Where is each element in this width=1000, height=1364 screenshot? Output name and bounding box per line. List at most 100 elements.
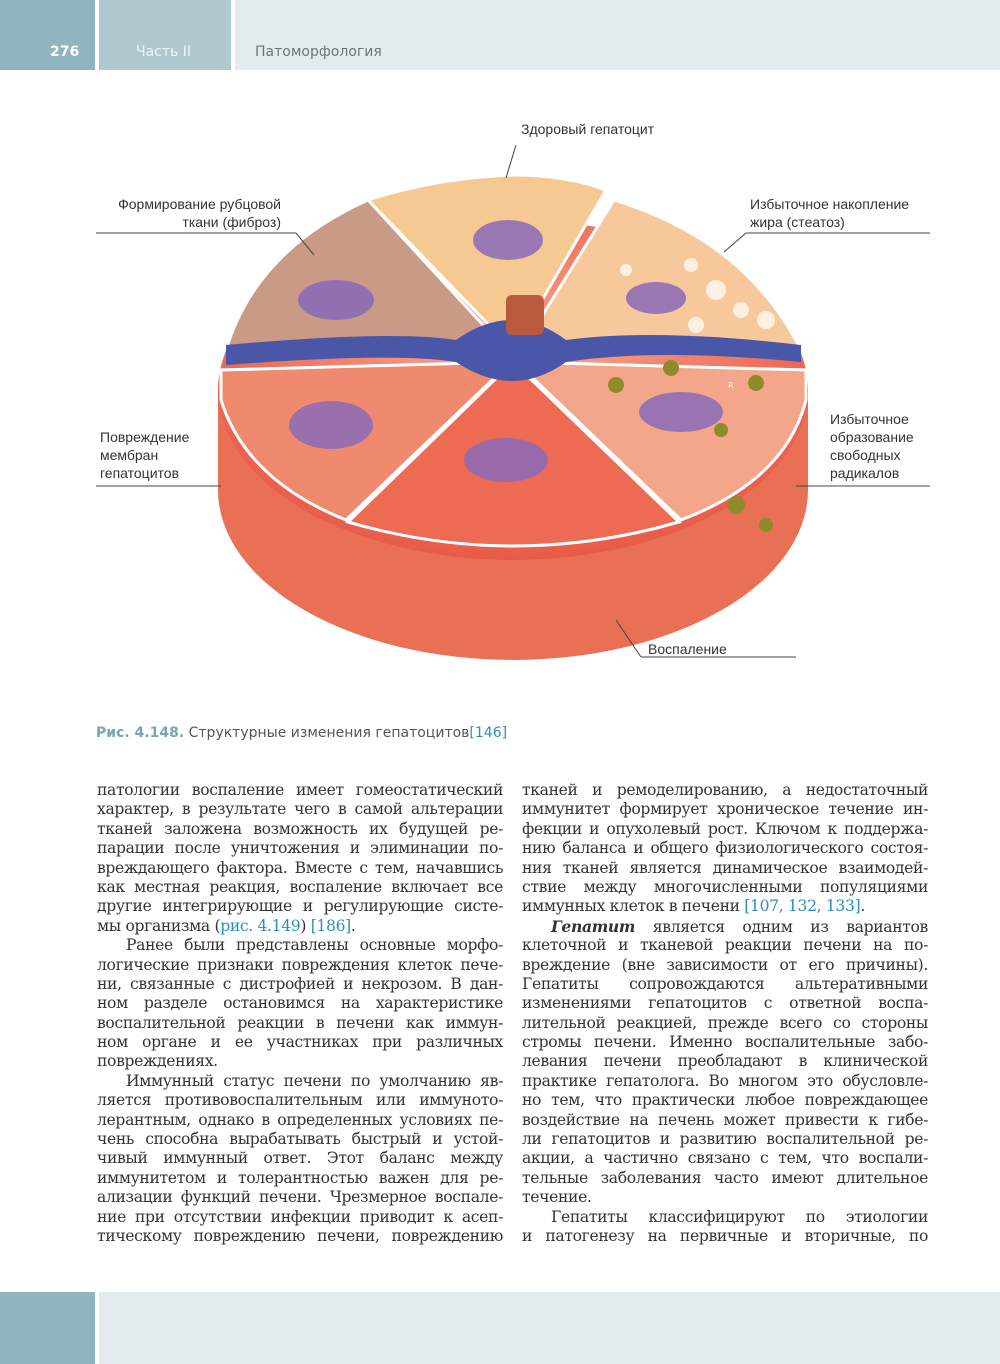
text-line: течение. [522, 1188, 592, 1207]
text-line: клеточной и тканевой реакции печени на п… [522, 936, 928, 955]
caption-text: Структурные изменения гепатоцитов [188, 725, 470, 741]
text-line: и патогенезу на первичные и вторичные, п… [522, 1226, 928, 1245]
label-line: радикалов [830, 465, 900, 481]
text-column-left: патологии воспаление имеет гомеостатичес… [97, 781, 503, 1246]
sector-fibrosis [223, 198, 510, 352]
label-line: образование [830, 429, 914, 445]
central-vein-membrane [226, 320, 801, 381]
header-page-block [0, 0, 95, 70]
figure-hepatocyte-changes: R Здоровый гепатоцит Формирование рубцов… [96, 100, 930, 700]
part-title: Часть II [136, 44, 191, 60]
text-line: иммунитет формирует хроническое течение … [522, 800, 928, 819]
text-line: ствие между многочисленными популяциями [522, 877, 928, 896]
text-line: левания печени преобладают в клинической [522, 1052, 928, 1071]
text-line: практике гепатолога. Во многом это обусл… [522, 1071, 928, 1090]
reference-link[interactable]: рис. 4.149 [220, 916, 301, 935]
figure-caption: Рис. 4.148. Структурные изменения гепато… [96, 725, 507, 741]
label-leaders [96, 144, 930, 658]
text-line: иммунных клеток в печени [107, 132, 133]… [522, 897, 928, 916]
text-line: Гепатиты классифицируют по этиологии [551, 1207, 928, 1226]
caption-reference-link[interactable]: [146] [469, 725, 508, 741]
header-chapter-block [235, 0, 1000, 70]
text-line: ном разделе остановимся на характеристик… [97, 994, 503, 1013]
text-line: ляется противовоспалительным или иммунот… [97, 1091, 503, 1110]
label-line: Формирование рубцовой [118, 196, 281, 212]
free-radicals [608, 360, 773, 532]
label-line: Избыточное [830, 411, 909, 427]
label-line: свободных [830, 447, 901, 463]
text-line: воспалительной реакции в печени как имму… [97, 1013, 503, 1032]
sector-radicals [512, 360, 808, 522]
text-line: другие интегрирующие и регулирующие сист… [97, 897, 503, 916]
label-steatosis: Избыточное накопление жира (стеатоз) [750, 195, 909, 231]
text-line: тельные заболевания часто имеют длительн… [522, 1168, 928, 1187]
text-line: ли гепатоцитов и развитию воспалительной… [522, 1130, 928, 1149]
text-line: тканей и ремоделированию, а недостаточны… [522, 781, 928, 799]
label-healthy-hepatocyte: Здоровый гепатоцит [521, 121, 655, 137]
footer-block-left [0, 1292, 95, 1364]
text-line: фекции и опухолевый рост. Ключом к подде… [522, 819, 928, 838]
text-line: ном органе и ее участниках при различных [97, 1033, 503, 1052]
text-line: изменениями гепатоцитов с ответной воспа… [522, 994, 928, 1013]
fat-droplets [620, 258, 775, 333]
nuclei [289, 220, 723, 482]
text-line: лерантным, однако в определенных условия… [97, 1110, 503, 1129]
reference-link[interactable]: [107, 132, 133] [744, 897, 861, 916]
text-line: ния тканей является динамическое взаимод… [522, 858, 928, 877]
text-line: но тем, что практически любое повреждающ… [522, 1091, 928, 1110]
page-number: 276 [50, 44, 80, 60]
text-line: чивый иммунный ответ. Этот баланс между [97, 1149, 503, 1168]
text-line: мы организма (рис. 4.149) [186]. [97, 917, 503, 936]
text-line: логические признаки повреждения клеток п… [97, 955, 503, 974]
text-line: акции, а частично связано с тем, что вос… [522, 1149, 928, 1168]
sector-membrane [219, 360, 515, 522]
text-line: тканей заложена возможность их будущей р… [97, 819, 503, 838]
header-part-block [99, 0, 231, 70]
text-span: иммунных клеток в печени [522, 897, 745, 916]
radical-marker: R [728, 381, 734, 390]
text-line: иммунитетом и толерантностью важен для р… [97, 1168, 503, 1187]
text-span: является одним из вариантов [635, 917, 928, 936]
text-line: патологии воспаление имеет гомеостатичес… [97, 781, 503, 799]
bile-duct [506, 295, 544, 335]
text-line: Гепатиты сопровождаются альтеративными [522, 974, 928, 993]
text-line: Гепатит является одним из вариантов [522, 917, 928, 936]
text-line: Иммунный статус печени по умолчанию яв- [126, 1071, 503, 1090]
footer-block-right [99, 1292, 1000, 1364]
label-inflammation: Воспаление [648, 641, 727, 657]
reference-link[interactable]: [186] [310, 916, 352, 935]
text-span: ) [300, 916, 311, 935]
text-line: стромы печени. Именно воспалительные заб… [522, 1033, 928, 1052]
hepatocyte-disc-illustration: R [96, 144, 930, 660]
label-membrane-damage: Повреждение мембран гепатоцитов [100, 428, 189, 482]
text-column-right: тканей и ремоделированию, а недостаточны… [522, 781, 928, 1246]
label-line: ткани (фиброз) [182, 214, 281, 230]
text-span: . [350, 916, 356, 935]
text-line: ни, связанные с дистрофией и некрозом. В… [97, 974, 503, 993]
text-line: вреждающего фактора. Вместе с тем, начав… [97, 858, 503, 877]
label-free-radicals: Избыточное образование свободных радикалов [830, 410, 914, 482]
label-line: Избыточное накопление [750, 196, 910, 212]
label-line: Повреждение [100, 429, 190, 445]
chapter-title: Патоморфология [255, 44, 382, 60]
label-line: мембран [100, 447, 159, 463]
label-fibrosis: Формирование рубцовой ткани (фиброз) [99, 195, 281, 231]
text-line: парации после уничтожения и элиминации п… [97, 839, 503, 858]
text-span: . [860, 897, 865, 916]
text-line: чень способна вырабатывать быстрый и уст… [97, 1130, 503, 1149]
sector-steatosis [518, 198, 804, 352]
label-line: гепатоцитов [100, 465, 180, 481]
label-line: жира (стеатоз) [750, 214, 845, 230]
text-line: ние при отсутствии инфекции приводит к а… [97, 1207, 503, 1226]
text-line: как местная реакция, воспаление включает… [97, 877, 503, 896]
term-emphasis: Гепатит [551, 916, 636, 936]
text-line: вреждение (вне зависимости от его причин… [522, 955, 928, 974]
text-line: лительной реакцией, прежде всего со стор… [522, 1013, 928, 1032]
text-line: повреждениях. [97, 1052, 218, 1071]
text-line: нию баланса и общего физиологического со… [522, 839, 928, 858]
text-line: Ранее были представлены основные морфо- [126, 936, 503, 955]
text-line: тическому повреждению печени, повреждени… [97, 1226, 503, 1245]
figure-number: Рис. 4.148. [96, 725, 185, 741]
text-line: характер, в результате чего в самой альт… [97, 800, 503, 819]
text-span: мы организма ( [97, 916, 221, 935]
